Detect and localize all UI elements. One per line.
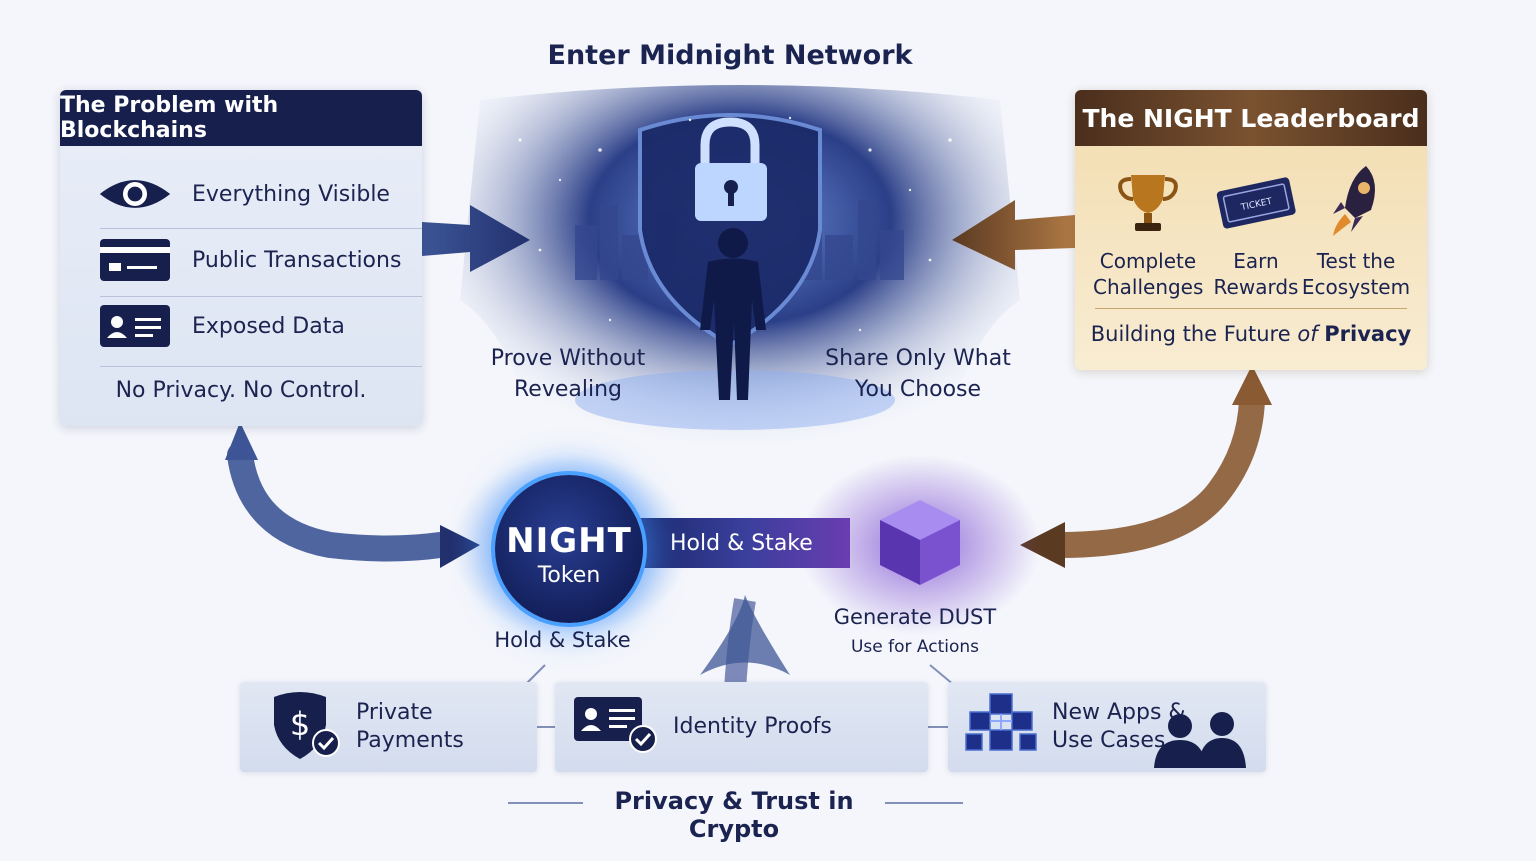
leaderboard-item-line2: Ecosystem [1301, 275, 1411, 299]
share-label-line2: You Choose [854, 377, 982, 402]
problem-panel-header: The Problem with Blockchains [60, 90, 422, 146]
rocket-icon [1301, 156, 1411, 248]
svg-text:$: $ [290, 705, 310, 743]
id-card-icon [98, 302, 172, 350]
use-case-label: Identity Proofs [673, 714, 832, 739]
eye-icon [98, 170, 172, 218]
id-check-icon [573, 695, 659, 759]
problem-item-label: Everything Visible [192, 181, 390, 207]
ticket-icon: TICKET [1201, 156, 1311, 248]
problem-footer: No Privacy. No Control. [115, 378, 367, 403]
leaderboard-item-rewards: TICKET Earn Rewards [1201, 156, 1311, 300]
problem-item-label: Exposed Data [192, 313, 345, 339]
curved-arrow-right [1047, 387, 1265, 558]
hold-stake-label: Hold & Stake [494, 628, 631, 652]
padlock-graphic [695, 117, 767, 221]
problem-item-visible: Everything Visible [98, 170, 410, 218]
shield-dollar-icon: $ [266, 687, 342, 767]
blocks-icon [962, 690, 1042, 764]
prove-label-line2: Revealing [513, 377, 622, 402]
share-label-line1: Share Only What [825, 346, 1011, 371]
leaderboard-footer: Building the Future of Privacy [1075, 322, 1427, 346]
problem-item-label: Public Transactions [192, 247, 402, 273]
problem-panel: The Problem with Blockchains Everything … [60, 90, 422, 426]
leaderboard-item-line1: Test the [1316, 249, 1396, 273]
leaderboard-footer-suffix: Privacy [1324, 322, 1412, 346]
leaderboard-header: The NIGHT Leaderboard [1075, 90, 1427, 146]
share-label: Share Only What You Choose [818, 343, 1018, 405]
night-token: NIGHT Token [495, 475, 643, 623]
page-title: Enter Midnight Network [547, 40, 913, 71]
token-sub: Token [537, 563, 601, 588]
leaderboard-item-line1: Earn [1233, 249, 1279, 273]
curved-arrow-left [227, 442, 453, 562]
footer-title: Privacy & Trust in Crypto [614, 787, 854, 843]
dust-cube-graphic [880, 500, 960, 585]
leaderboard-panel: The NIGHT Leaderboard Complete Challenge… [1075, 90, 1427, 370]
problem-item-data: Exposed Data [98, 302, 410, 350]
stars [518, 116, 952, 332]
leaderboard-item-line1: Complete [1099, 249, 1197, 273]
use-case-private-payments: $ Private Payments [240, 682, 537, 772]
use-case-new-apps: New Apps & Use Cases [948, 682, 1266, 772]
problem-item-transactions: Public Transactions [98, 236, 410, 284]
leaderboard-footer-of: of [1297, 322, 1318, 346]
leaderboard-item-challenges: Complete Challenges [1093, 156, 1203, 300]
use-case-label-line2: Use Cases [1052, 728, 1166, 753]
people-icon [1146, 708, 1252, 772]
leaderboard-footer-prefix: Building the Future [1090, 322, 1291, 346]
use-case-label: Private Payments [356, 700, 464, 753]
use-case-label-line1: New Apps & [1052, 700, 1186, 725]
prove-label-line1: Prove Without [490, 346, 646, 371]
leaderboard-item-ecosystem: Test the Ecosystem [1301, 156, 1411, 300]
prove-label: Prove Without Revealing [478, 343, 658, 405]
leaderboard-item-line2: Rewards [1213, 275, 1299, 299]
leaderboard-item-line2: Challenges [1093, 275, 1204, 299]
hold-stake-band: Hold & Stake [640, 518, 850, 568]
card-icon [98, 236, 172, 284]
use-case-label: New Apps & Use Cases [1052, 699, 1186, 755]
use-case-identity-proofs: Identity Proofs [555, 682, 928, 772]
arrow-left-to-center [422, 205, 530, 272]
generate-dust-label: Generate DUST [833, 605, 997, 629]
trophy-icon [1093, 156, 1203, 248]
token-name: NIGHT [506, 521, 632, 561]
person-silhouette [700, 228, 766, 400]
dust-sub-label: Use for Actions [850, 637, 980, 657]
arrow-right-to-center [952, 200, 1075, 270]
